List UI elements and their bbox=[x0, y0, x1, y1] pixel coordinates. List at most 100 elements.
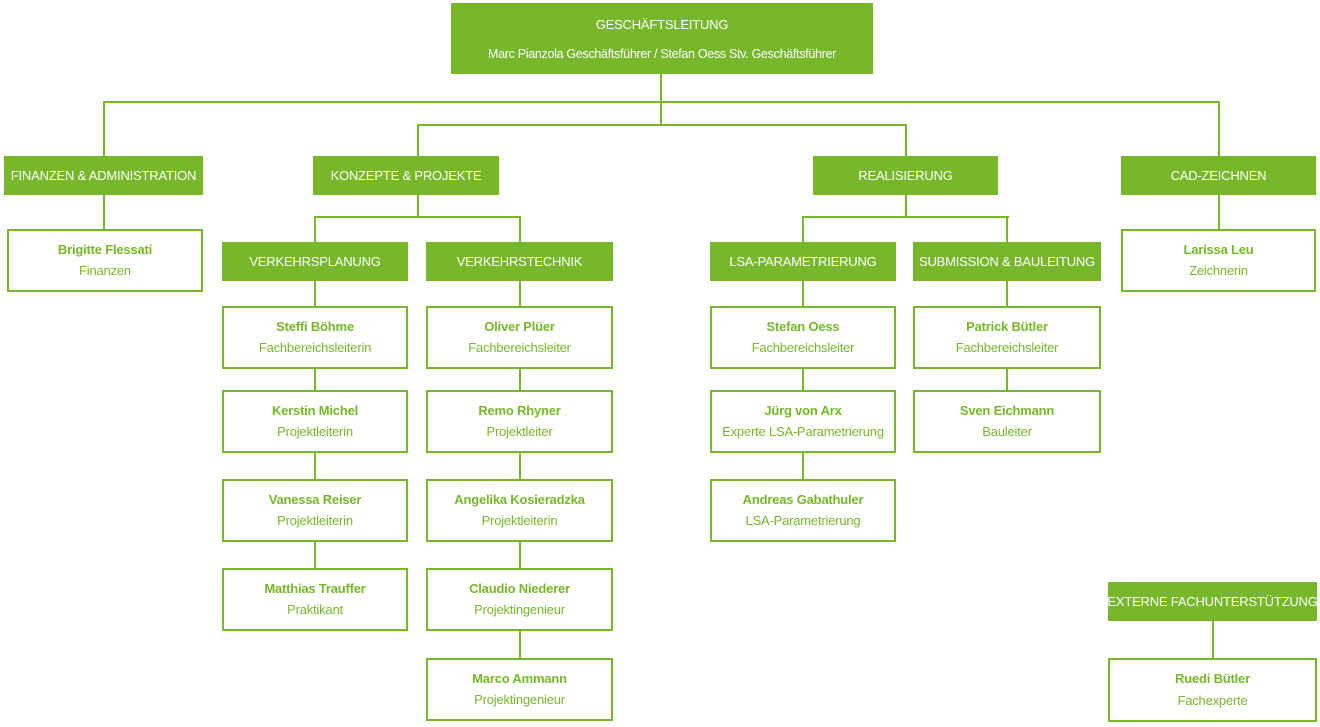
root-subtitle: Marc Pianzola Geschäftsführer / Stefan O… bbox=[487, 47, 837, 61]
person-name: Claudio Niederer bbox=[469, 581, 570, 596]
person-box-oliver-plueer: Oliver Plüer Fachbereichsleiter bbox=[426, 306, 613, 369]
connector-line bbox=[802, 216, 804, 242]
person-role: Projektingenieur bbox=[474, 602, 565, 617]
person-name: Matthias Trauffer bbox=[264, 581, 366, 596]
connector-line bbox=[519, 453, 521, 479]
connector-line bbox=[103, 195, 105, 229]
person-role: Fachbereichsleiterin bbox=[258, 340, 372, 355]
connector-line bbox=[314, 369, 316, 390]
connector-line bbox=[519, 369, 521, 390]
connector-line bbox=[905, 124, 907, 156]
person-box-stefan-oess: Stefan Oess Fachbereichsleiter bbox=[710, 306, 896, 369]
connector-line bbox=[519, 281, 521, 306]
connector-line bbox=[1006, 216, 1008, 242]
connector-line bbox=[314, 453, 316, 479]
section-title: EXTERNE FACHUNTERSTÜTZUNG bbox=[1107, 594, 1318, 609]
person-name: Kerstin Michel bbox=[271, 403, 359, 418]
person-name: Oliver Plüer bbox=[484, 319, 555, 334]
dept-title: CAD-ZEICHNEN bbox=[1170, 168, 1267, 183]
person-box-patrick-buetler: Patrick Bütler Fachbereichsleiter bbox=[913, 306, 1101, 369]
person-box-matthias-trauffer: Matthias Trauffer Praktikant bbox=[222, 568, 408, 631]
person-box-vanessa-reiser: Vanessa Reiser Projektleiterin bbox=[222, 479, 408, 542]
person-box-remo-rhyner: Remo Rhyner Projektleiter bbox=[426, 390, 613, 453]
person-box-larissa-leu: Larissa Leu Zeichnerin bbox=[1121, 229, 1316, 292]
person-box-brigitte-flessati: Brigitte Flessati Finanzen bbox=[7, 229, 203, 292]
person-box-ruedi-buetler: Ruedi Bütler Fachexperte bbox=[1108, 658, 1317, 722]
person-name: Andreas Gabathuler bbox=[742, 492, 864, 507]
person-name: Larissa Leu bbox=[1183, 242, 1254, 257]
connector-line bbox=[417, 124, 907, 126]
person-role: Experte LSA-Parametrierung bbox=[722, 424, 884, 439]
connector-line bbox=[1006, 281, 1008, 306]
team-header-lsa-parametrierung: LSA-PARAMETRIERUNG bbox=[710, 242, 896, 281]
person-role: Projektleiterin bbox=[277, 424, 353, 439]
connector-line bbox=[519, 542, 521, 568]
person-box-kerstin-michel: Kerstin Michel Projektleiterin bbox=[222, 390, 408, 453]
connector-line bbox=[103, 101, 105, 156]
person-role: Projektleiterin bbox=[277, 513, 353, 528]
person-name: Marco Ammann bbox=[472, 671, 567, 686]
team-title: SUBMISSION & BAULEITUNG bbox=[919, 254, 1095, 269]
dept-header-cad-zeichnen: CAD-ZEICHNEN bbox=[1121, 156, 1316, 195]
connector-line bbox=[802, 216, 1009, 218]
person-name: Ruedi Bütler bbox=[1175, 671, 1250, 686]
person-name: Brigitte Flessati bbox=[57, 242, 153, 257]
person-role: Bauleiter bbox=[982, 424, 1032, 439]
connector-line bbox=[519, 216, 521, 242]
connector-line bbox=[314, 216, 521, 218]
person-box-juerg-von-arx: Jürg von Arx Experte LSA-Parametrierung bbox=[710, 390, 896, 453]
connector-line bbox=[802, 369, 804, 390]
person-name: Stefan Oess bbox=[766, 319, 840, 334]
connector-line bbox=[519, 631, 521, 658]
person-role: Praktikant bbox=[287, 602, 343, 617]
person-role: Projektingenieur bbox=[474, 692, 565, 707]
person-box-claudio-niederer: Claudio Niederer Projektingenieur bbox=[426, 568, 613, 631]
person-role: Finanzen bbox=[79, 263, 131, 278]
person-name: Angelika Kosieradzka bbox=[454, 492, 585, 507]
dept-header-finanzen-administration: FINANZEN & ADMINISTRATION bbox=[4, 156, 203, 195]
dept-header-konzepte-projekte: KONZEPTE & PROJEKTE bbox=[313, 156, 499, 195]
connector-line bbox=[417, 124, 419, 156]
person-role: Fachbereichsleiter bbox=[751, 340, 855, 355]
person-role: Fachexperte bbox=[1177, 693, 1248, 708]
team-header-verkehrstechnik: VERKEHRSTECHNIK bbox=[426, 242, 613, 281]
dept-title: KONZEPTE & PROJEKTE bbox=[330, 168, 482, 183]
connector-line bbox=[802, 453, 804, 479]
connector-line bbox=[314, 216, 316, 242]
person-box-sven-eichmann: Sven Eichmann Bauleiter bbox=[913, 390, 1101, 453]
team-title: VERKEHRSTECHNIK bbox=[456, 254, 583, 269]
connector-line bbox=[1006, 369, 1008, 390]
connector-line bbox=[1218, 101, 1220, 156]
person-role: Zeichnerin bbox=[1189, 263, 1248, 278]
team-header-verkehrsplanung: VERKEHRSPLANUNG bbox=[222, 242, 408, 281]
person-name: Patrick Bütler bbox=[966, 319, 1048, 334]
person-box-andreas-gabathuler: Andreas Gabathuler LSA-Parametrierung bbox=[710, 479, 896, 542]
person-name: Steffi Böhme bbox=[276, 319, 354, 334]
person-role: LSA-Parametrierung bbox=[745, 513, 861, 528]
connector-line bbox=[905, 195, 907, 218]
person-name: Jürg von Arx bbox=[764, 403, 842, 418]
connector-line bbox=[103, 101, 1220, 103]
team-title: VERKEHRSPLANUNG bbox=[249, 254, 381, 269]
connector-line bbox=[1212, 621, 1214, 658]
person-role: Projektleiterin bbox=[481, 513, 558, 528]
connector-line bbox=[417, 195, 419, 218]
connector-line bbox=[1218, 195, 1220, 229]
person-box-marco-ammann: Marco Ammann Projektingenieur bbox=[426, 658, 613, 721]
dept-header-realisierung: REALISIERUNG bbox=[813, 156, 998, 195]
person-role: Fachbereichsleiter bbox=[468, 340, 571, 355]
connector-line bbox=[660, 74, 662, 126]
connector-line bbox=[314, 281, 316, 306]
person-name: Vanessa Reiser bbox=[268, 492, 362, 507]
person-name: Remo Rhyner bbox=[478, 403, 561, 418]
person-role: Fachbereichsleiter bbox=[955, 340, 1059, 355]
team-header-submission-bauleitung: SUBMISSION & BAULEITUNG bbox=[913, 242, 1101, 281]
connector-line bbox=[314, 542, 316, 568]
dept-title: REALISIERUNG bbox=[858, 168, 953, 183]
connector-line bbox=[802, 281, 804, 306]
person-name: Sven Eichmann bbox=[959, 403, 1055, 418]
team-title: LSA-PARAMETRIERUNG bbox=[729, 254, 877, 269]
person-box-steffi-boehme: Steffi Böhme Fachbereichsleiterin bbox=[222, 306, 408, 369]
dept-title: FINANZEN & ADMINISTRATION bbox=[10, 168, 197, 183]
